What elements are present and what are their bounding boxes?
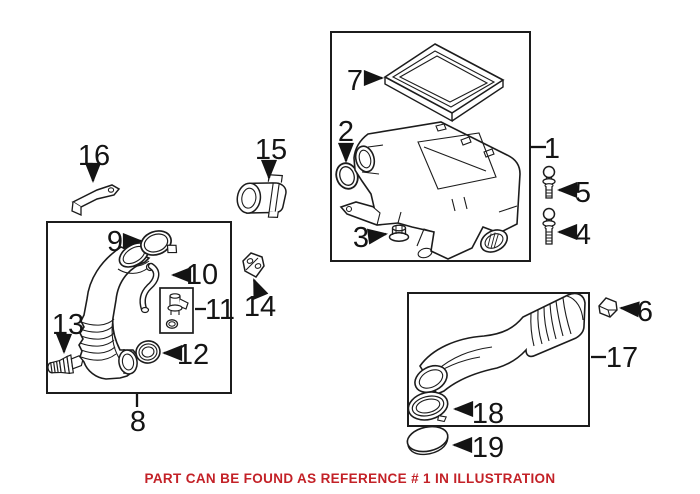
callout-3-arrow xyxy=(366,228,388,245)
part-11-valve-drawing xyxy=(159,287,194,334)
callout-15-label: 15 xyxy=(255,134,287,166)
callout-8-label: 8 xyxy=(130,406,146,438)
callout-11-label: 11 xyxy=(205,294,235,326)
callout-17-label: 17 xyxy=(606,342,638,374)
intake-hose-frame xyxy=(46,221,232,394)
callout-6-arrow xyxy=(618,301,640,318)
callout-9-label: 9 xyxy=(107,226,123,258)
part-1-housing-drawing xyxy=(339,121,521,260)
part-6-clip-drawing xyxy=(598,297,618,318)
callout-13-label: 13 xyxy=(52,309,84,341)
callout-7-label: 7 xyxy=(347,65,363,97)
part-14-clip-drawing xyxy=(242,252,265,278)
part-10-breather-hose-drawing xyxy=(139,262,160,314)
callout-12-label: 12 xyxy=(177,339,209,371)
callout-1-label: 1 xyxy=(544,133,560,165)
callout-3-label: 3 xyxy=(353,222,369,254)
part-15-mass-air-flow-sensor-drawing xyxy=(236,174,287,218)
part-12-seal-drawing xyxy=(135,340,161,364)
callout-4-label: 4 xyxy=(575,219,591,251)
callout-18-label: 18 xyxy=(472,398,504,430)
callout-10-label: 10 xyxy=(186,259,218,291)
callout-14-label: 14 xyxy=(244,291,276,323)
part-16-bracket-drawing xyxy=(71,184,121,217)
callout-14-arrow xyxy=(252,278,269,300)
part-9-hose-clamp-drawing xyxy=(140,230,178,256)
part-18-seal-drawing xyxy=(407,391,449,423)
part-3-nut-drawing xyxy=(388,224,410,242)
part-4-bolt-drawing xyxy=(542,207,556,245)
callout-6-label: 6 xyxy=(637,296,653,328)
callout-lines xyxy=(55,69,640,454)
callout-2-label: 2 xyxy=(338,116,354,148)
part-19-cover-drawing xyxy=(406,425,449,456)
part-13-screw-drawing xyxy=(47,354,84,375)
part-7-air-filter-drawing xyxy=(383,43,505,123)
part-5-bolt-drawing xyxy=(542,165,556,199)
callout-16-label: 16 xyxy=(78,140,110,172)
callout-19-label: 19 xyxy=(472,432,504,464)
reference-note: PART CAN BE FOUND AS REFERENCE # 1 IN IL… xyxy=(144,471,556,486)
intake-duct-frame xyxy=(407,292,590,427)
callout-5-label: 5 xyxy=(575,177,591,209)
part-17-intake-duct-drawing xyxy=(414,292,586,396)
